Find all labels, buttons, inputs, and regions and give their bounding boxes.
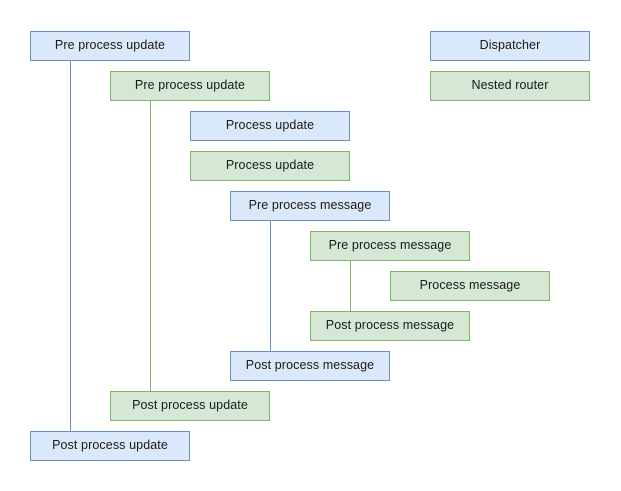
diagram-node-label: Post process update <box>132 398 248 413</box>
diagram-node[interactable]: Post process message <box>310 311 470 341</box>
diagram-node[interactable]: Process update <box>190 111 350 141</box>
diagram-node-label: Post process message <box>325 318 455 333</box>
diagram-node-label: Process message <box>419 278 521 293</box>
diagram-node[interactable]: Post process update <box>30 431 190 461</box>
diagram-node-label: Pre process message <box>248 198 372 213</box>
dispatcher-message-lifeline <box>270 221 271 351</box>
diagram-node-label: Pre process update <box>54 38 166 53</box>
diagram-node[interactable]: Pre process update <box>30 31 190 61</box>
diagram-node-label: Process update <box>225 158 315 173</box>
legend-item-dispatcher[interactable]: Dispatcher <box>430 31 590 61</box>
diagram-node-label: Pre process message <box>328 238 452 253</box>
legend-item-label: Nested router <box>471 78 549 93</box>
diagram-node[interactable]: Post process message <box>230 351 390 381</box>
diagram-node[interactable]: Process message <box>390 271 550 301</box>
legend-item-nested-router[interactable]: Nested router <box>430 71 590 101</box>
router-update-lifeline <box>150 101 151 391</box>
diagram-node[interactable]: Post process update <box>110 391 270 421</box>
diagram-node[interactable]: Pre process update <box>110 71 270 101</box>
diagram-node-label: Process update <box>225 118 315 133</box>
diagram-node-label: Post process update <box>52 438 168 453</box>
diagram-node-label: Post process message <box>245 358 375 373</box>
diagram-node[interactable]: Process update <box>190 151 350 181</box>
dispatcher-update-lifeline <box>70 61 71 431</box>
diagram-node[interactable]: Pre process message <box>230 191 390 221</box>
router-message-lifeline <box>350 261 351 311</box>
legend-item-label: Dispatcher <box>479 38 541 53</box>
diagram-node-label: Pre process update <box>134 78 246 93</box>
diagram-node[interactable]: Pre process message <box>310 231 470 261</box>
